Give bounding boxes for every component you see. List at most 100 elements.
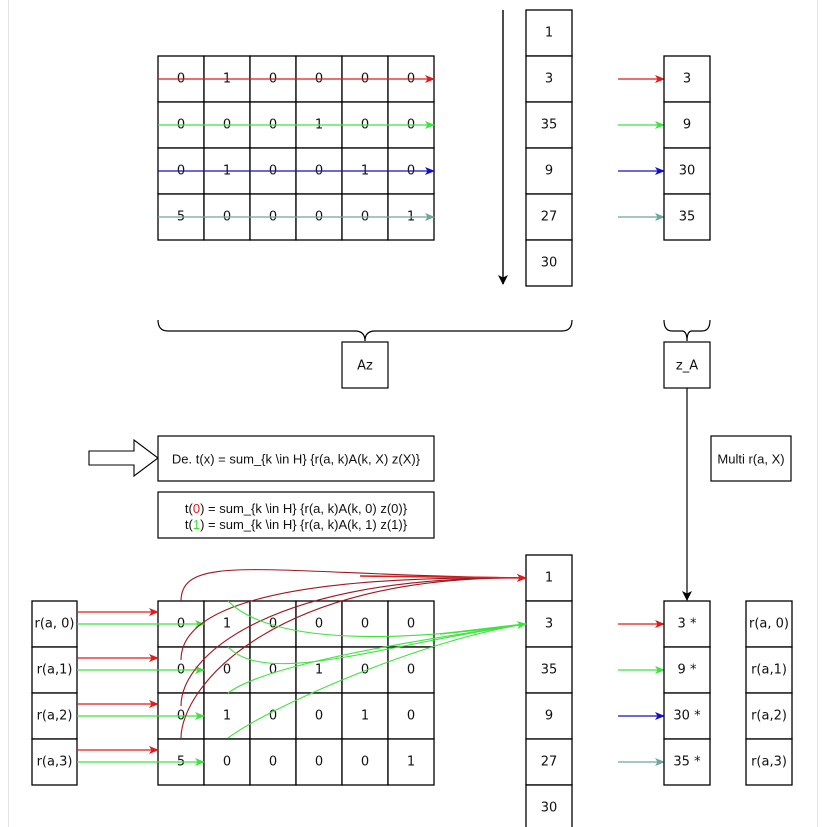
za-cell-value: 3: [683, 72, 691, 87]
z-cell-value: 3: [545, 617, 553, 632]
z-cell-value: 27: [541, 210, 558, 225]
za-cell-value: 30: [679, 164, 696, 179]
za-star-cell-value: 9 *: [678, 663, 697, 678]
curve-col1-to-z: [227, 623, 527, 694]
z-cell: [525, 692, 573, 740]
curve-col0-to-z: [180, 577, 527, 661]
bottom-curves: [180, 569, 527, 739]
matrix-cell-value: 0: [269, 663, 277, 678]
za-cell-value: 35: [679, 210, 696, 225]
za-cell-value: 9: [683, 118, 691, 133]
matrix-cell: [341, 738, 389, 786]
definition-text: De. t(x) = sum_{k \in H} {r(a, k)A(k, X)…: [172, 452, 421, 467]
r-right-cell-value: r(a,3): [751, 755, 787, 770]
z-cell-value: 30: [541, 801, 558, 816]
z-cell-value: 35: [541, 118, 558, 133]
za-box: [663, 341, 711, 389]
page-border-left: [8, 0, 9, 827]
matrix-cell: [249, 600, 297, 648]
matrix-cell-value: 0: [315, 709, 323, 724]
matrix-cell: [295, 738, 343, 786]
multi-label: Multi r(a, X): [717, 452, 784, 467]
za-star-cell-value: 30 *: [673, 709, 701, 724]
r-left-cell-value: r(a, 0): [35, 617, 75, 632]
matrix-cell-value: 0: [315, 755, 323, 770]
za-star-cell: [663, 600, 711, 648]
z-cell: [525, 738, 573, 786]
bottom-r-right: r(a, 0)r(a,1)r(a,2)r(a,3): [745, 600, 793, 786]
t1-formula: t(1) = sum_{k \in H} {r(a, k)A(k, 1) z(1…: [185, 517, 408, 532]
block-arrow-icon: [88, 438, 159, 478]
za-cell: [663, 55, 711, 103]
za-star-cell: [663, 738, 711, 786]
z-cell-value: 3: [545, 72, 553, 87]
definition-box: [157, 435, 435, 482]
t0-formula: t(0) = sum_{k \in H} {r(a, k)A(k, 0) z(0…: [185, 501, 408, 516]
matrix-cell: [387, 646, 435, 694]
za-star-cell-value: 3 *: [678, 617, 697, 632]
t1-suffix: ) = sum_{k \in H} {r(a, k)A(k, 1) z(1)}: [200, 517, 408, 532]
bottom-vector-za: 3 * 9 * 30 * 35 *: [663, 600, 711, 786]
top-za-arrows: [618, 75, 665, 221]
z-cell-value: 9: [545, 709, 553, 724]
za-cell: [663, 101, 711, 149]
z-cell-value: 30: [541, 256, 558, 271]
matrix-cell-value: 0: [269, 709, 277, 724]
za-star-cell-value: 35 *: [673, 755, 701, 770]
top-row-arrows: [158, 75, 435, 221]
bottom-za-arrows: [618, 620, 665, 766]
z-cell: [525, 193, 573, 241]
matrix-cell-value: 0: [223, 755, 231, 770]
za-label: z_A: [676, 359, 698, 374]
matrix-cell: [203, 646, 251, 694]
r-left-cell-value: r(a,3): [37, 755, 73, 770]
curve-col0-to-z: [180, 569, 527, 602]
multi-box: [710, 435, 792, 482]
t-formulas-box: [157, 491, 435, 539]
r-right-cell: [745, 646, 793, 694]
z-cell: [525, 600, 573, 648]
t1-prefix: t(: [185, 517, 194, 532]
page-border-right: [817, 0, 818, 827]
matrix-cell-value: 0: [269, 617, 277, 632]
z-cell: [525, 239, 573, 287]
curve-col0-to-z: [180, 577, 527, 739]
z-cell-value: 1: [545, 26, 553, 41]
bottom-r-arrows: [77, 608, 205, 766]
r-right-cell-value: r(a,2): [751, 709, 787, 724]
matrix-cell-value: 0: [407, 709, 415, 724]
t0-index: 0: [193, 501, 200, 516]
az-box: [341, 341, 389, 389]
z-cell: [525, 101, 573, 149]
t0-prefix: t(: [185, 501, 194, 516]
matrix-cell: [295, 692, 343, 740]
matrix-cell: [387, 738, 435, 786]
r-left-cell: [31, 692, 78, 740]
bottom-r-left: r(a, 0)r(a,1)r(a,2)r(a,3): [31, 600, 78, 786]
matrix-cell-value: 0: [361, 617, 369, 632]
matrix-cell-value: 1: [315, 663, 323, 678]
r-left-cell-value: r(a,1): [37, 663, 73, 678]
brace-za: [663, 319, 711, 342]
za-cell: [663, 147, 711, 195]
matrix-cell-value: 0: [315, 617, 323, 632]
matrix-cell-value: 1: [223, 617, 231, 632]
za-star-cell: [663, 692, 711, 740]
z-cell: [525, 147, 573, 195]
t1-index: 1: [193, 517, 200, 532]
curve-col1-to-z: [227, 623, 527, 739]
brace-az: [157, 319, 573, 342]
z-cell: [525, 554, 573, 602]
matrix-cell-value: 0: [269, 755, 277, 770]
z-cell-value: 35: [541, 663, 558, 678]
z-cell: [525, 646, 573, 694]
z-cell-value: 27: [541, 755, 558, 770]
matrix-cell-value: 0: [407, 617, 415, 632]
z-cell: [525, 784, 573, 827]
r-right-cell: [745, 738, 793, 786]
matrix-cell-value: 0: [361, 663, 369, 678]
